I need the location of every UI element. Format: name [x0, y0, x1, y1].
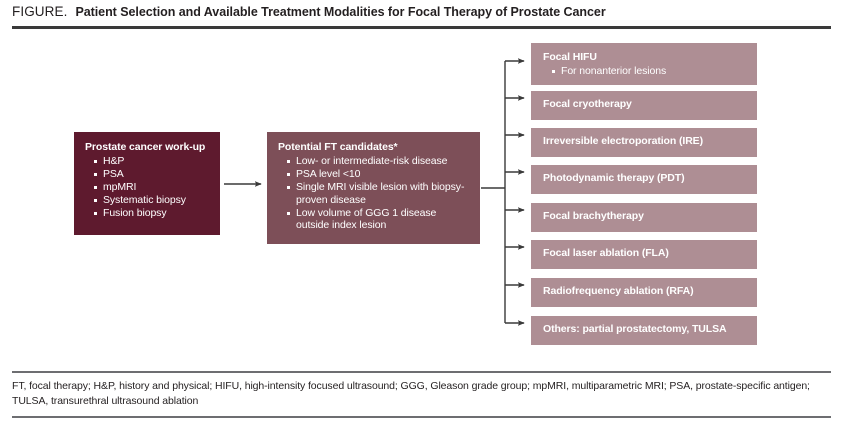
list-item: Single MRI visible lesion with biopsy-pr… [287, 181, 472, 206]
treatment-title: Focal laser ablation (FLA) [543, 247, 669, 259]
treatment-title: Focal brachytherapy [543, 210, 644, 222]
footnote-text: FT, focal therapy; H&P, history and phys… [12, 380, 810, 407]
treatment-title: Focal cryotherapy [543, 98, 632, 110]
node-treatment-focal-brachytherapy: Focal brachytherapy [531, 203, 757, 232]
bullet-square-icon [94, 173, 97, 177]
list-item: Fusion biopsy [94, 207, 210, 220]
bullet-square-icon [287, 160, 290, 163]
bullet-square-icon [287, 186, 290, 190]
list-item-label: PSA level <10 [296, 168, 361, 181]
list-item: Systematic biopsy [94, 194, 210, 207]
list-item: PSA level <10 [287, 168, 472, 181]
bullet-square-icon [94, 160, 97, 163]
header-divider [12, 26, 831, 29]
list-item-label: Fusion biopsy [103, 207, 167, 220]
figure-header: FIGURE. Patient Selection and Available … [12, 4, 831, 26]
node-treatment-focal-hifu: Focal HIFU For nonanterior lesions [531, 43, 757, 85]
candidates-item-list: Low- or intermediate-risk disease PSA le… [278, 155, 472, 232]
footnote-divider-bottom [12, 416, 831, 418]
treatment-title: Others: partial prostatectomy, TULSA [543, 323, 727, 335]
bullet-square-icon [287, 211, 290, 215]
list-item-label: Low- or intermediate-risk disease [296, 155, 448, 167]
node-treatment-pdt: Photodynamic therapy (PDT) [531, 165, 757, 194]
treatment-title: Radiofrequency ablation (RFA) [543, 285, 694, 297]
list-item: Low volume of GGG 1 disease outside inde… [287, 207, 472, 232]
list-item: Low- or intermediate-risk disease [287, 155, 472, 168]
workup-item-list: H&P PSA mpMRI Systematic biopsy Fusion b… [85, 155, 210, 220]
node-prostate-cancer-workup: Prostate cancer work-up H&P PSA mpMRI Sy… [74, 132, 220, 235]
candidates-heading: Potential FT candidates* [278, 141, 398, 153]
bullet-square-icon [552, 70, 555, 73]
treatment-title: Focal HIFU [543, 51, 597, 63]
list-item-label: mpMRI [103, 181, 137, 194]
bullet-square-icon [94, 186, 97, 190]
node-treatment-ire: Irreversible electroporation (IRE) [531, 128, 757, 157]
list-item-label: Systematic biopsy [103, 194, 186, 207]
node-potential-ft-candidates: Potential FT candidates* Low- or interme… [267, 132, 480, 244]
list-item-label: For nonanterior lesions [561, 65, 667, 77]
treatment-subitem-list: For nonanterior lesions [543, 65, 749, 78]
flowchart-diagram: Prostate cancer work-up H&P PSA mpMRI Sy… [0, 29, 843, 369]
list-item: mpMRI [94, 181, 210, 194]
list-item-label: Single MRI visible lesion with biopsy-pr… [296, 181, 465, 206]
list-item: For nonanterior lesions [552, 65, 749, 78]
treatment-title: Irreversible electroporation (IRE) [543, 135, 703, 147]
bullet-square-icon [94, 199, 97, 203]
footnote-divider-top [12, 371, 831, 373]
node-treatment-focal-cryotherapy: Focal cryotherapy [531, 91, 757, 120]
figure-label: FIGURE. [12, 4, 68, 19]
workup-heading: Prostate cancer work-up [85, 141, 206, 153]
node-treatment-rfa: Radiofrequency ablation (RFA) [531, 278, 757, 307]
list-item: PSA [94, 168, 210, 181]
list-item-label: H&P [103, 155, 125, 167]
bullet-square-icon [94, 212, 97, 216]
list-item: H&P [94, 155, 210, 168]
page-title: Patient Selection and Available Treatmen… [75, 5, 606, 19]
list-item-label: Low volume of GGG 1 disease outside inde… [296, 206, 437, 232]
list-item-label: PSA [103, 168, 124, 181]
bullet-square-icon [287, 173, 290, 177]
treatment-title: Photodynamic therapy (PDT) [543, 172, 685, 184]
node-treatment-others: Others: partial prostatectomy, TULSA [531, 316, 757, 345]
node-treatment-fla: Focal laser ablation (FLA) [531, 240, 757, 269]
